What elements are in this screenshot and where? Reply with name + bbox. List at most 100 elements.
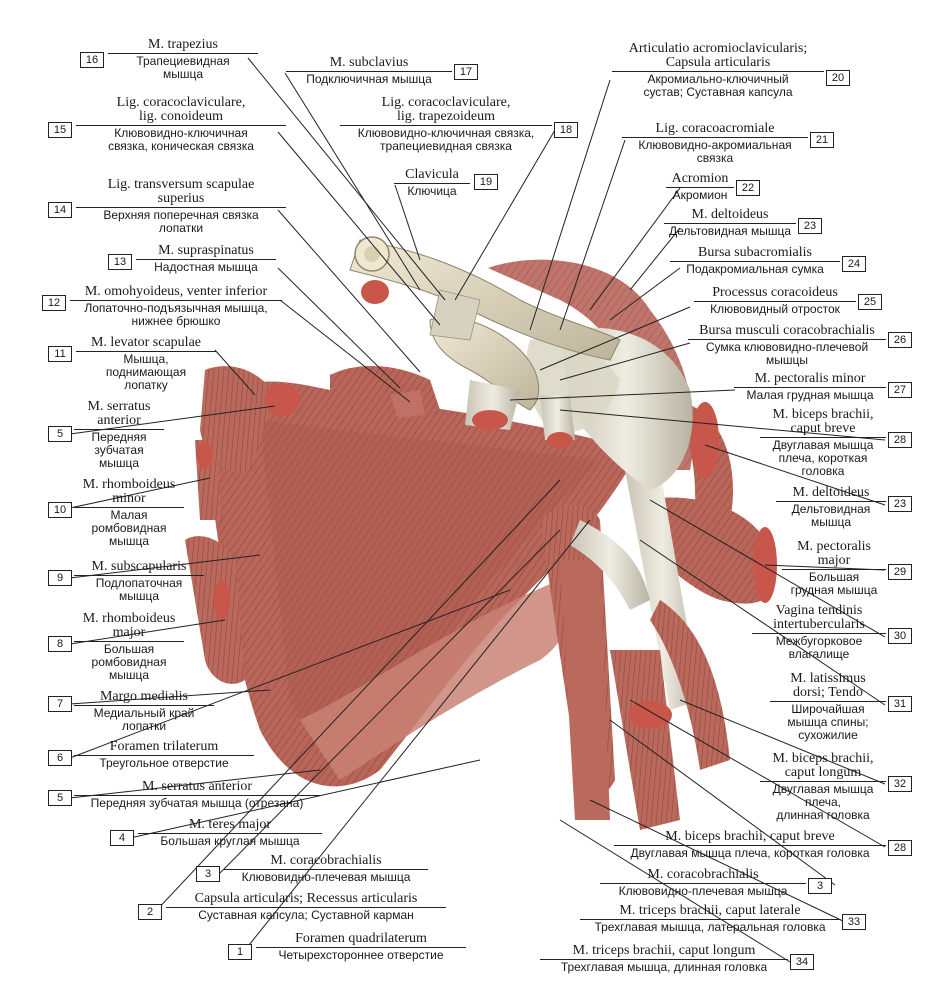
russian-term: Подлопаточная мышца — [95, 576, 183, 603]
label-rhomboideus-minor: M. rhomboideus minor Малая ромбовидная м… — [74, 478, 184, 548]
russian-term: Трехглавая мышца, длинная головка — [560, 960, 768, 974]
coracobrachialis-tendon-shape — [540, 395, 575, 440]
label-number-25: 25 — [858, 294, 882, 310]
russian-term: Двуглавая мышца плеча, короткая головка — [630, 846, 870, 860]
latin-term: M. deltoideus — [691, 207, 769, 222]
russian-term: Четырехстороннее отверстие — [278, 948, 444, 962]
russian-term: Суставная капсула; Суставной карман — [198, 908, 414, 922]
label-deltoideus-top: M. deltoideus Дельтовидная мышца — [664, 208, 796, 238]
latin-term: M. supraspinatus — [158, 243, 254, 258]
label-pectoralis-minor: M. pectoralis minor Малая грудная мышца — [734, 372, 886, 402]
russian-term: Двуглавая мышца плеча, короткая головка — [772, 438, 874, 478]
clavicle-shape — [349, 239, 621, 361]
coracobrachialis-cut — [547, 432, 573, 448]
russian-term: Сумка клювовидно-плечевой мышцы — [705, 340, 869, 367]
latin-term: Bursa subacromialis — [698, 245, 812, 260]
label-biceps-caput-breve: M. biceps brachii, caput breve Двуглавая… — [760, 408, 886, 478]
label-omohyoideus: M. omohyoideus, venter inferior Лопаточн… — [70, 285, 282, 328]
latin-term: M. subscapularis — [91, 559, 187, 574]
deltoid-muscle-shape — [488, 259, 694, 470]
label-margo-medialis: Margo medialis Медиальный край лопатки — [74, 690, 214, 733]
latin-term: M. deltoideus — [792, 485, 870, 500]
latin-term: M. biceps brachii, caput breve — [665, 829, 835, 844]
label-number-3b: 3 — [808, 878, 832, 894]
latin-term: Vagina tendinis intertubercularis — [773, 603, 865, 632]
rhomboid-major-cut — [214, 580, 230, 620]
label-lig-conoideum: Lig. coracoclaviculare, lig. conoideum К… — [76, 96, 286, 153]
latin-term: M. pectoralis major — [797, 539, 871, 568]
russian-term: Малая ромбовидная мышца — [91, 508, 167, 548]
biceps-short-head-shape — [610, 650, 680, 830]
latin-term: M. triceps brachii, caput longum — [572, 943, 756, 958]
label-number-16: 16 — [80, 52, 104, 68]
label-supraspinatus: M. supraspinatus Надостная мышца — [136, 244, 276, 274]
russian-term: Большая грудная мышца — [790, 570, 878, 597]
latin-term: Lig. coracoacromiale — [655, 121, 775, 136]
label-bursa-subacromialis: Bursa subacromialis Подакромиальная сумк… — [670, 246, 840, 276]
latin-term: Articulatio acromioclavicularis; Capsula… — [628, 41, 808, 70]
latin-term: M. triceps brachii, caput laterale — [619, 903, 801, 918]
serratus-cut-upper — [264, 384, 300, 416]
clavicle-marrow — [364, 246, 380, 262]
label-processus-coracoideus: Processus coracoideus Клювовидный отрост… — [694, 286, 856, 316]
latin-term: Acromion — [671, 171, 729, 186]
label-number-9: 9 — [48, 570, 72, 586]
label-number-4: 4 — [110, 830, 134, 846]
label-number-17: 17 — [454, 64, 478, 80]
coracoclavicular-ligament-shape — [429, 289, 481, 341]
label-foramen-quadrilaterum: Foramen quadrilaterum Четырехстороннее о… — [256, 932, 466, 962]
russian-term: Большая ромбовидная мышца — [91, 642, 167, 682]
label-lig-trapezoideum: Lig. coracoclaviculare, lig. trapezoideu… — [340, 96, 552, 153]
latin-term: Lig. transversum scapulae superius — [107, 177, 255, 206]
triceps-cut-surface — [628, 701, 672, 729]
label-number-12: 12 — [42, 295, 66, 311]
label-serratus-anterior-cut: M. serratus anterior Передняя зубчатая м… — [74, 780, 320, 810]
label-number-1: 1 — [228, 944, 252, 960]
label-serratus-anterior: M. serratus anterior Передняя зубчатая м… — [74, 400, 164, 470]
latin-term: M. omohyoideus, venter inferior — [84, 284, 268, 299]
russian-term: Ключица — [407, 184, 457, 198]
latin-term: M. levator scapulae — [90, 335, 201, 350]
label-number-2: 2 — [138, 904, 162, 920]
trapezius-cut — [361, 280, 389, 304]
label-coracobrachialis-right: M. coracobrachialis Клювовидно-плечевая … — [600, 868, 806, 898]
latin-term: Bursa musculi coracobrachialis — [699, 323, 875, 338]
latin-term: M. serratus anterior — [87, 399, 151, 428]
latin-term: M. biceps brachii, caput longum — [772, 751, 874, 780]
label-number-28a: 28 — [888, 432, 912, 448]
russian-term: Лопаточно-подъязычная мышца, нижнее брюш… — [84, 301, 268, 328]
label-number-24: 24 — [842, 256, 866, 272]
russian-term: Клювовидно-ключичная связка, коническая … — [108, 126, 254, 153]
russian-term: Клювовидно-ключичная связка, трапециевид… — [357, 126, 535, 153]
teres-major-shape — [300, 580, 571, 780]
label-number-5b: 5 — [48, 790, 72, 806]
label-number-15: 15 — [48, 122, 72, 138]
russian-term: Большая круглая мышца — [160, 834, 300, 848]
label-pectoralis-major: M. pectoralis major Большая грудная мышц… — [782, 540, 886, 597]
label-subscapularis: M. subscapularis Подлопаточная мышца — [74, 560, 204, 603]
russian-term: Малая грудная мышца — [746, 388, 874, 402]
pectoralis-major-shape — [640, 497, 776, 604]
russian-term: Подключичная мышца — [306, 72, 432, 86]
label-subclavius: M. subclavius Подключичная мышца — [286, 56, 452, 86]
label-number-19: 19 — [474, 174, 498, 190]
russian-term: Передняя зубчатая мышца (отрезана) — [90, 796, 304, 810]
latin-term: M. teres major — [188, 817, 272, 832]
russian-term: Медиальный край лопатки — [93, 706, 195, 733]
russian-term: Клювовидный отросток — [710, 302, 840, 316]
rhomboid-major-shape — [185, 536, 245, 684]
label-teres-major: M. teres major Большая круглая мышца — [138, 818, 322, 848]
pectoralis-minor-cut — [472, 410, 508, 430]
label-coracobrachialis-left: M. coracobrachialis Клювовидно-плечевая … — [224, 854, 428, 884]
label-number-13: 13 — [108, 254, 132, 270]
label-number-31: 31 — [888, 696, 912, 712]
deltoid-cut-surface — [691, 402, 719, 478]
coracoid-process-shape — [429, 316, 540, 411]
latissimus-tendon-shape — [570, 520, 650, 610]
label-articulatio-acromioclavicularis: Articulatio acromioclavicularis; Capsula… — [612, 42, 824, 99]
label-number-34: 34 — [790, 954, 814, 970]
label-number-33: 33 — [842, 914, 866, 930]
label-biceps-caput-longum: M. biceps brachii, caput longum Двуглава… — [760, 752, 886, 822]
label-number-26: 26 — [888, 332, 912, 348]
latin-term: M. coracobrachialis — [647, 867, 759, 882]
